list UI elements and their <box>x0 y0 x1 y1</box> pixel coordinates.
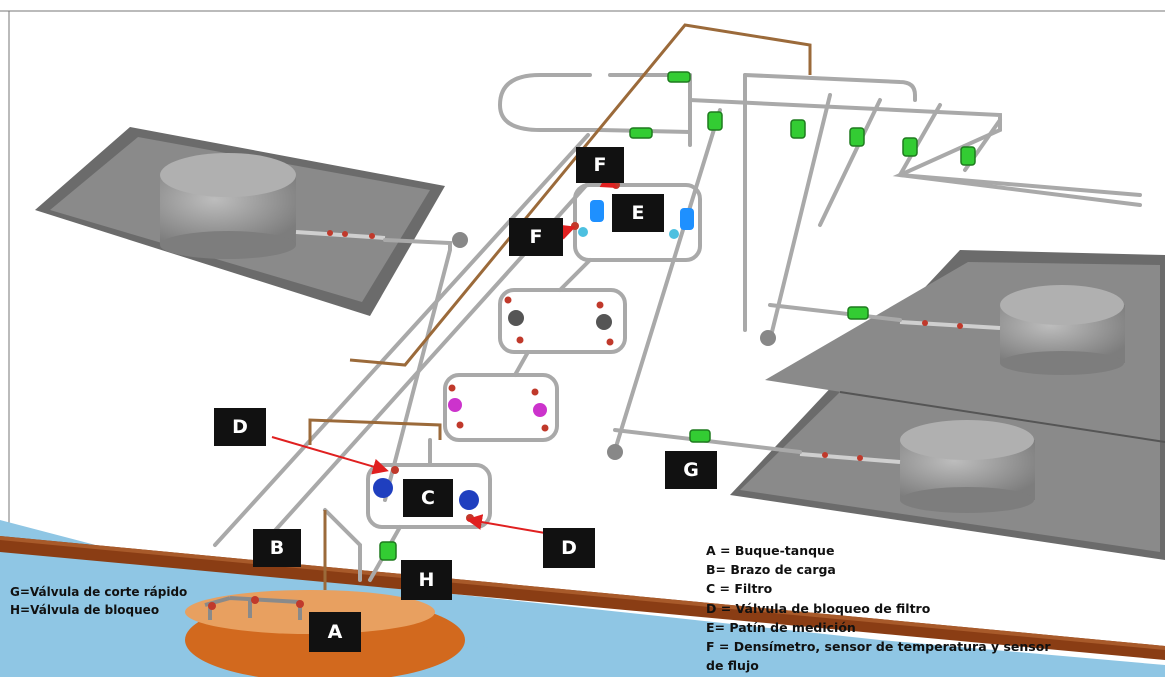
loading-arm-line <box>308 23 812 590</box>
legend-item-h: H=Válvula de bloqueo <box>10 603 160 617</box>
label-h: H <box>401 560 452 600</box>
pipe-end-cap <box>760 330 776 346</box>
label-a: A <box>309 612 361 652</box>
label-g: G <box>665 451 717 489</box>
storage-platform-left <box>35 127 445 316</box>
legend: A = Buque-tanque B= Brazo de carga C = F… <box>706 541 1051 675</box>
legend-item-c: C = Filtro <box>706 581 773 597</box>
pipe-end-cap <box>452 232 468 248</box>
legend-item-b: B= Brazo de carga <box>706 562 836 578</box>
legend-item-d: D = Válvula de bloqueo de filtro <box>706 600 931 616</box>
legend-item-f: F = Densímetro, sensor de temperatura y … <box>706 639 1051 655</box>
label-f-left: F <box>509 218 563 256</box>
label-b: B <box>253 529 301 567</box>
storage-platform-right <box>730 250 1165 560</box>
label-d-left: D <box>214 408 266 446</box>
green-valves <box>379 71 976 561</box>
legend-item-g: G=Válvula de corte rápido <box>10 585 188 599</box>
legend-item-e: E= Patín de medición <box>706 619 856 635</box>
label-e: E <box>612 194 664 232</box>
legend-item-a: A = Buque-tanque <box>706 543 835 558</box>
legend-item-f-continued: de flujo <box>706 658 759 674</box>
left-legend: G=Válvula de corte rápido H=Válvula de b… <box>10 583 187 619</box>
pipe-end-cap <box>607 444 623 460</box>
label-f-top: F <box>576 147 624 183</box>
label-d-right: D <box>543 528 595 568</box>
label-c: C <box>403 479 453 517</box>
